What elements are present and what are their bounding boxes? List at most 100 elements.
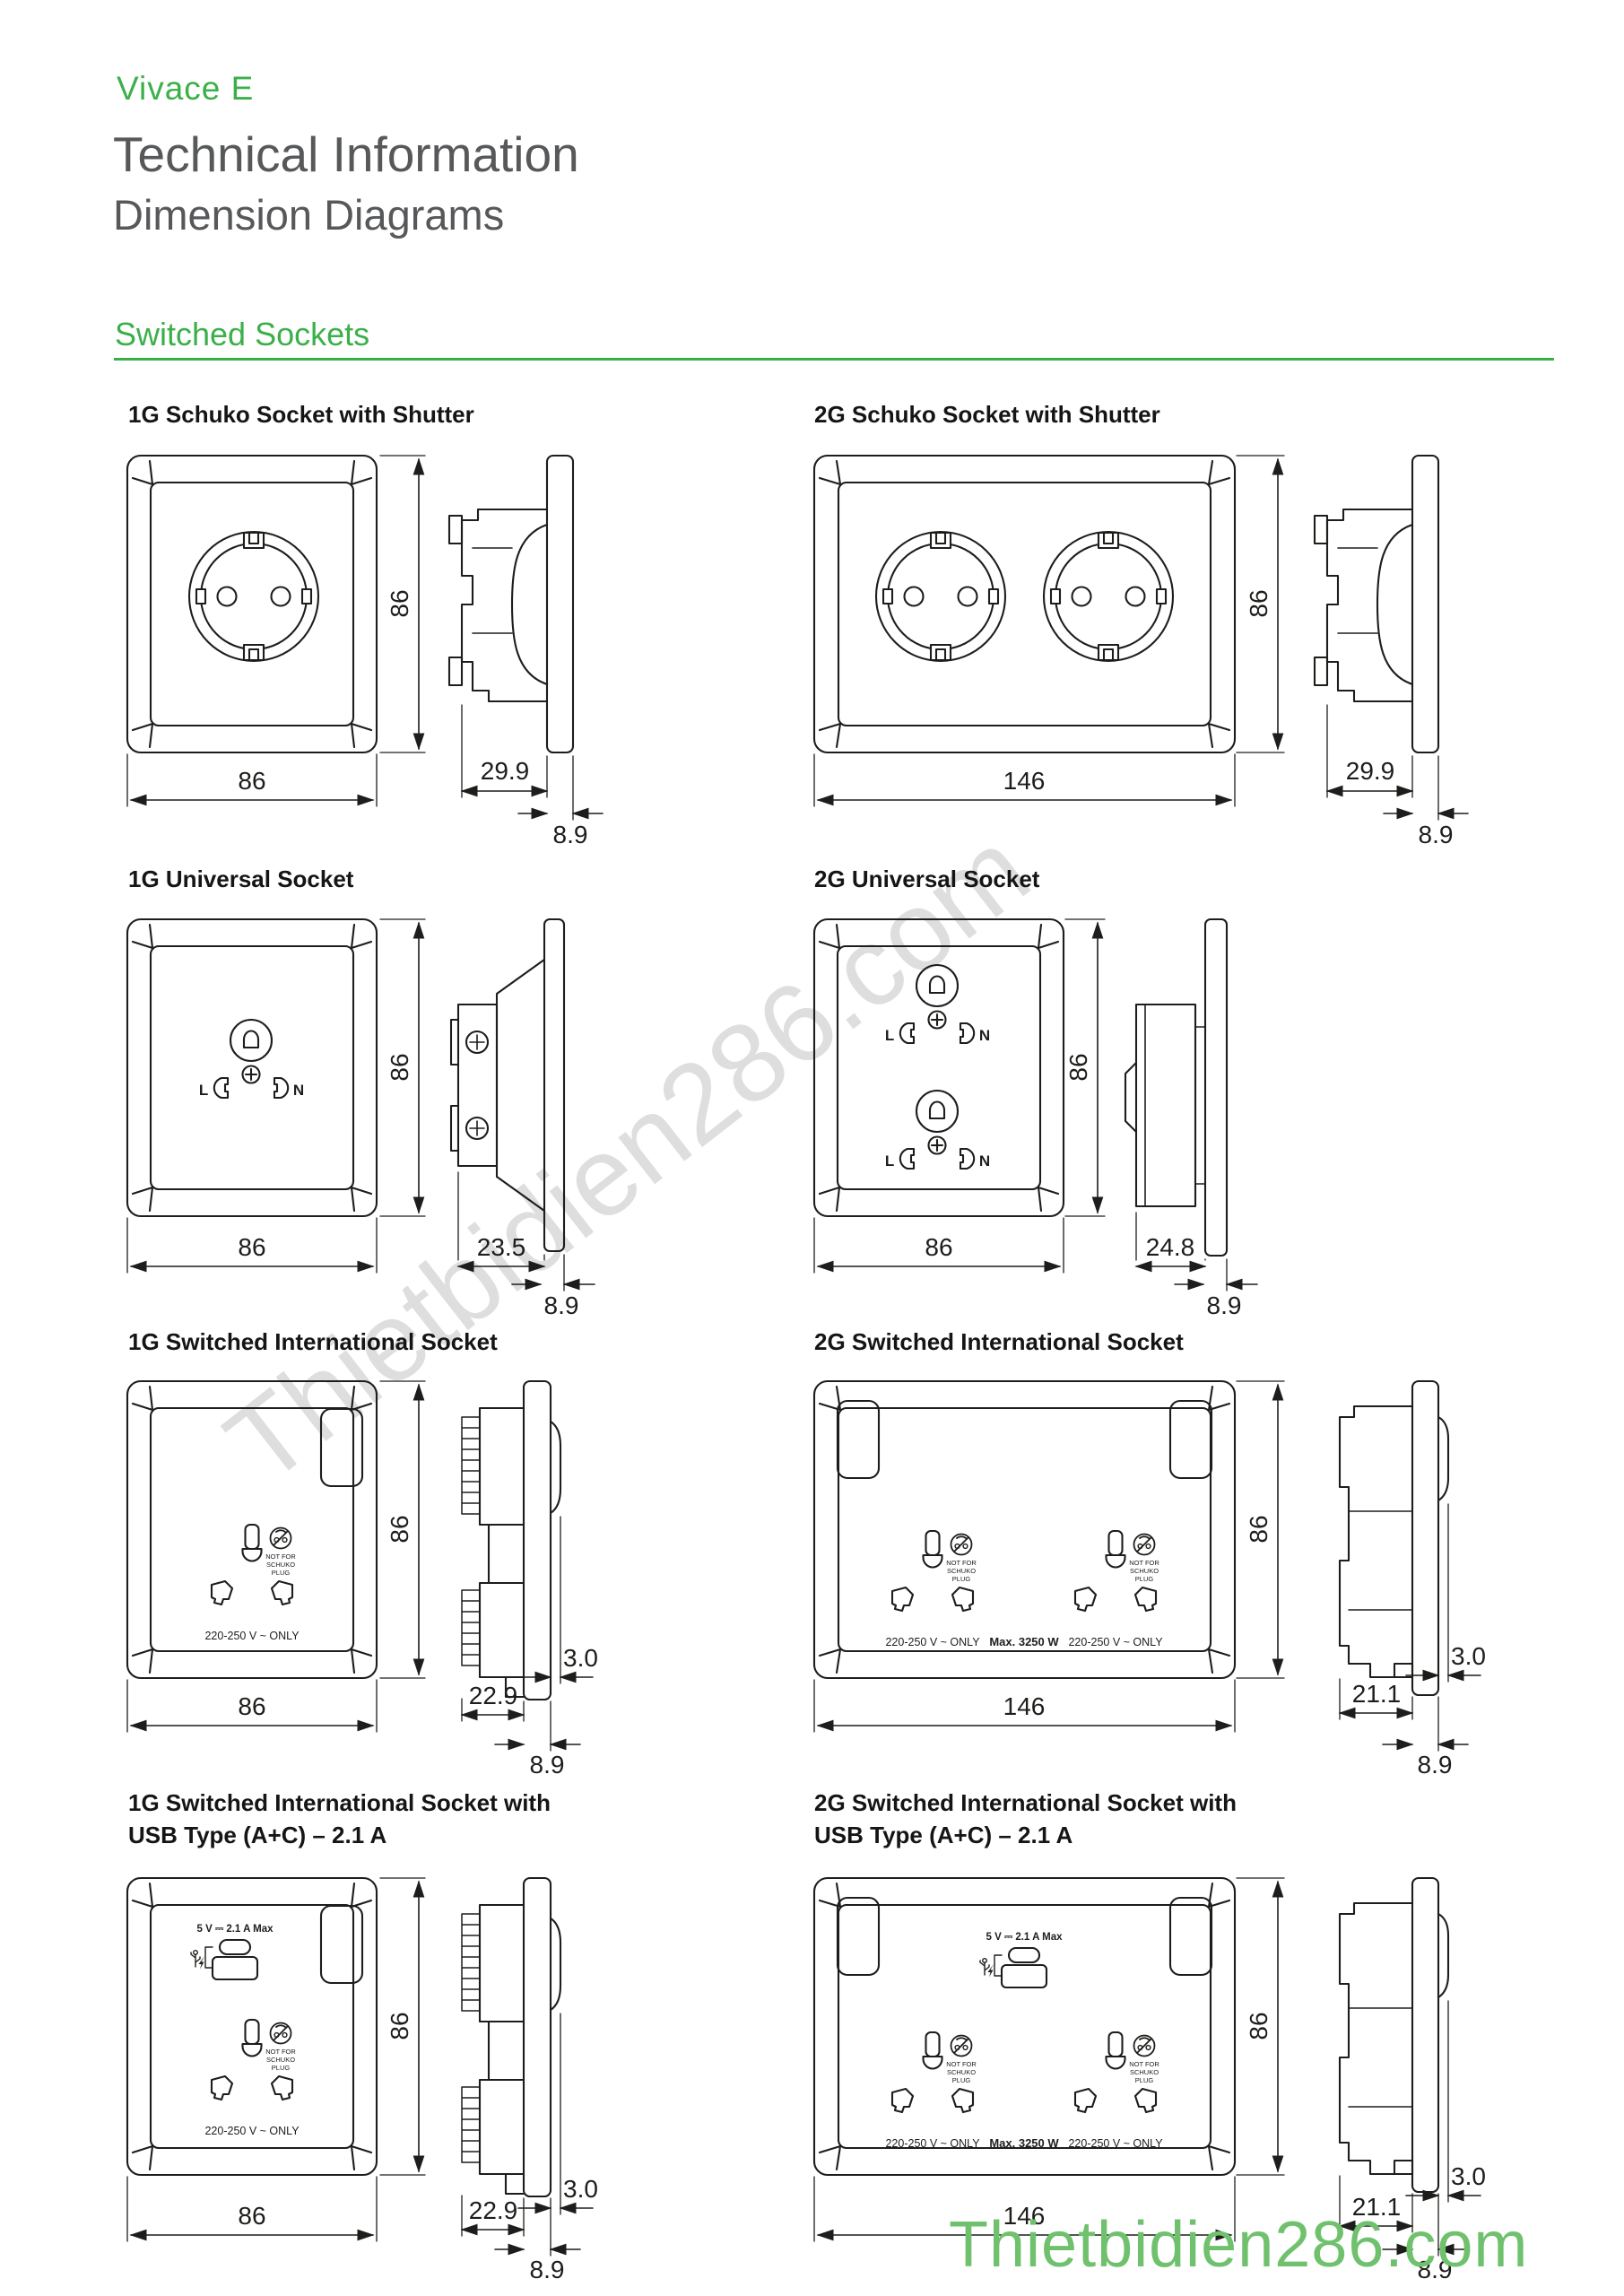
diagram-2g-universal: 86 86 24.8 8.9 (812, 918, 1258, 1319)
diagram-1g-universal: 86 86 23.5 8.9 (126, 918, 595, 1319)
plate-thickness-dim: 8.9 (1382, 1696, 1469, 1779)
svg-text:22.9: 22.9 (469, 1682, 518, 1709)
svg-text:21.1: 21.1 (1352, 1680, 1402, 1708)
side-view (1313, 454, 1440, 754)
switch (319, 1904, 364, 1985)
section-rule (114, 358, 1554, 361)
plate-thickness-dim: 8.9 (1174, 1258, 1258, 1319)
switch (319, 1407, 364, 1488)
svg-text:3.0: 3.0 (1451, 1642, 1486, 1670)
plate-thickness-dim: 8.9 (517, 755, 604, 848)
svg-text:86: 86 (386, 1053, 413, 1081)
height-dim: 86 (379, 1380, 426, 1679)
svg-text:86: 86 (238, 2202, 265, 2230)
svg-text:8.9: 8.9 (1207, 1292, 1242, 1319)
universal-outlet (197, 1018, 306, 1100)
svg-text:146: 146 (1003, 2202, 1046, 2230)
width-dim: 146 (813, 753, 1236, 807)
front-protrusion-dim: 3.0 (517, 2013, 598, 2215)
diagram-2g-schuko: 86 146 29.9 8.9 (812, 454, 1469, 848)
depth-dim: 21.1 (1338, 2175, 1414, 2233)
front-protrusion-dim: 3.0 (517, 1516, 598, 1684)
diagram-title-6: 2G Switched International Socket (814, 1328, 1184, 1355)
svg-text:8.9: 8.9 (530, 2256, 565, 2283)
plate-thickness-dim: 8.9 (511, 1254, 595, 1319)
svg-text:86: 86 (1245, 1515, 1272, 1543)
width-dim: 86 (126, 1679, 378, 1733)
schuko-outlet (1042, 530, 1175, 663)
svg-text:86: 86 (238, 1233, 265, 1261)
svg-text:8.9: 8.9 (544, 1292, 579, 1319)
width-dim: 146 (813, 1679, 1236, 1733)
schuko-outlet (874, 530, 1007, 663)
depth-dim: 24.8 (1134, 1212, 1207, 1273)
width-dim: 86 (813, 1217, 1064, 1274)
depth-dim: 29.9 (1325, 704, 1414, 798)
brand: Vivace E (117, 70, 255, 107)
diagram-title-5: 1G Switched International Socket (128, 1328, 498, 1355)
svg-text:146: 146 (1003, 1692, 1046, 1720)
svg-text:29.9: 29.9 (481, 757, 530, 785)
side-view (449, 918, 566, 1253)
side-view (1338, 1876, 1450, 2194)
diagram-1g-schuko: 86 86 29.9 8.9 (126, 454, 604, 848)
side-view (447, 454, 575, 754)
diagram-1g-international-usb: 86 86 3.0 22.9 8.9 (126, 1876, 598, 2283)
height-dim: 86 (1236, 1380, 1285, 1679)
footer-watermark: Thietbidien286.com (949, 2209, 1529, 2281)
svg-text:86: 86 (1245, 589, 1272, 617)
switch (836, 1399, 881, 1480)
front-view (126, 918, 378, 1218)
plate-thickness-dim: 8.9 (494, 2197, 581, 2283)
side-view (460, 1876, 562, 2198)
plate-thickness-dim: 8.9 (1383, 755, 1469, 848)
side-view (460, 1379, 562, 1701)
svg-text:86: 86 (238, 767, 265, 795)
side-view (1124, 918, 1229, 1257)
svg-text:23.5: 23.5 (477, 1233, 526, 1261)
height-dim: 86 (1236, 1877, 1285, 2176)
switch (836, 1896, 881, 1977)
plate-thickness-dim: 8.9 (1382, 2193, 1469, 2283)
page-title: Technical Information (113, 126, 579, 182)
svg-text:8.9: 8.9 (553, 821, 588, 848)
svg-text:29.9: 29.9 (1346, 757, 1395, 785)
switch (1168, 1399, 1213, 1480)
width-dim: 86 (126, 1217, 378, 1274)
international-outlet (1067, 2031, 1165, 2152)
diagram-title-4: 2G Universal Socket (814, 865, 1040, 892)
svg-text:86: 86 (1064, 1053, 1092, 1081)
svg-text:21.1: 21.1 (1352, 2193, 1402, 2221)
width-dim: 86 (126, 2176, 378, 2242)
switch (1168, 1896, 1213, 1977)
height-dim: 86 (379, 455, 426, 753)
diagram-2g-international-usb: Max. 3250 W 86 146 3.0 21.1 8.9 (812, 1876, 1486, 2283)
svg-text:3.0: 3.0 (563, 1644, 598, 1672)
width-dim: 86 (126, 753, 378, 807)
svg-text:86: 86 (386, 2012, 413, 2039)
international-outlet (204, 2018, 301, 2139)
depth-dim: 22.9 (460, 2195, 525, 2237)
universal-outlet (883, 1089, 992, 1171)
front-view (126, 1379, 378, 1680)
international-outlet (204, 1523, 301, 1644)
svg-text:146: 146 (1003, 767, 1046, 795)
side-view (1338, 1379, 1450, 1697)
depth-dim: 21.1 (1338, 1678, 1414, 1720)
depth-dim: 29.9 (460, 704, 549, 798)
international-outlet (1067, 1529, 1165, 1650)
width-dim: 146 (813, 2176, 1236, 2242)
diagram-title-1: 1G Schuko Socket with Shutter (128, 401, 474, 428)
page-subtitle: Dimension Diagrams (113, 191, 505, 239)
universal-outlet (883, 963, 992, 1046)
svg-text:24.8: 24.8 (1146, 1233, 1195, 1261)
svg-text:22.9: 22.9 (469, 2196, 518, 2224)
svg-text:86: 86 (386, 1515, 413, 1543)
usb-ports (978, 1930, 1064, 1989)
svg-text:3.0: 3.0 (563, 2175, 598, 2203)
international-outlet (884, 1529, 982, 1650)
svg-text:8.9: 8.9 (1419, 821, 1454, 848)
usb-ports (189, 1922, 275, 1981)
